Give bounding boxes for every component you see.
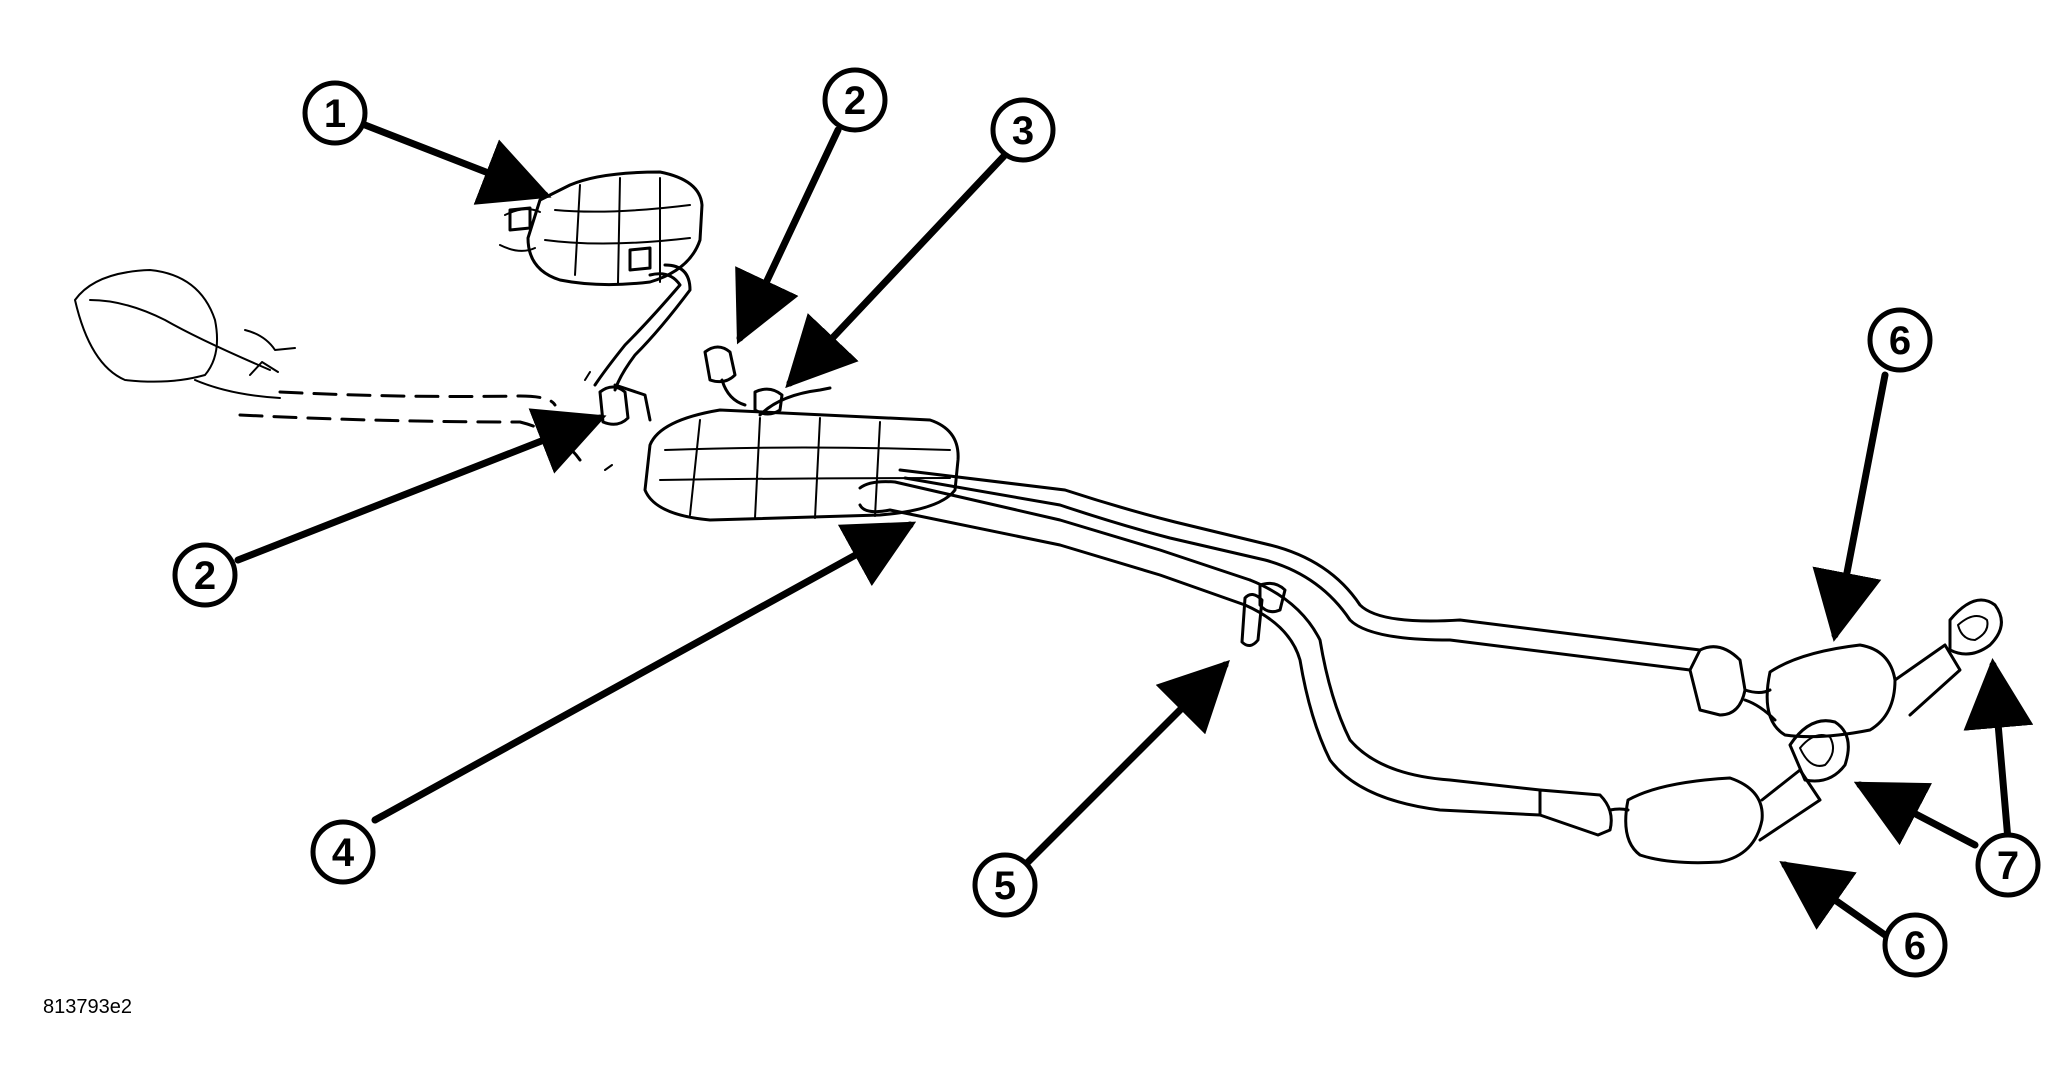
callout-6-lower: 6 [1882,912,1948,978]
arrow-2a [735,126,842,345]
arrow-3 [785,151,1009,389]
arrow-7b [1853,781,1979,849]
callout-4: 4 [310,819,376,885]
rear-muffler [499,170,704,392]
intermediate-pipes [858,468,1702,672]
callout-7-label: 7 [1997,844,2019,888]
callout-7: 7 [1975,832,2041,898]
arrow-7a [1963,658,2034,844]
clamp-3 [753,387,784,416]
callout-2-lower: 2 [172,542,238,608]
callout-4-label: 4 [332,831,355,875]
callout-6-upper: 6 [1867,307,1933,373]
arrow-6b [1779,860,1889,939]
callout-3: 3 [990,97,1056,163]
arrow-2b [234,408,607,564]
arrow-5 [1021,660,1230,869]
arrow-6a [1812,371,1889,642]
catalytic-converter-upper [1688,598,2003,739]
callout-3-label: 3 [1012,109,1034,153]
leader-arrows [234,121,2034,939]
callout-6-lower-label: 6 [1904,924,1926,968]
callout-6-upper-label: 6 [1889,319,1911,363]
callout-1-label: 1 [324,92,346,136]
catalytic-converter-lower [1538,719,1850,865]
callout-2-lower-label: 2 [194,554,216,598]
vehicle-rear-outline [74,269,582,462]
isolator-upper [703,345,747,407]
center-resonator [613,383,960,522]
arrow-1 [361,121,552,205]
arrow-4 [371,521,917,824]
callout-1: 1 [302,80,368,146]
callout-5: 5 [972,852,1038,918]
callout-2-upper-label: 2 [844,79,866,123]
callout-5-label: 5 [994,864,1016,908]
figure-id: 813793e2 [43,996,132,1018]
callout-2-upper: 2 [822,67,888,133]
y-pipe [1240,578,1542,817]
